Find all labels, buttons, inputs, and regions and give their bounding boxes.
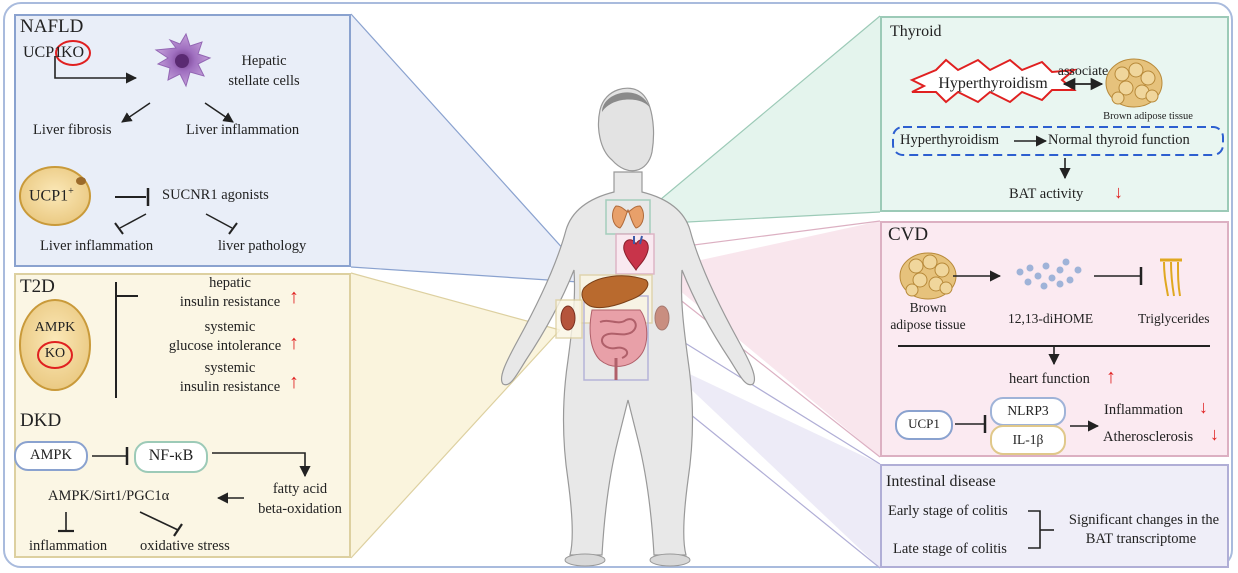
fatty-acid-label-line2: beta-oxidation [245, 502, 355, 518]
stellate-cell-icon [156, 34, 210, 86]
t2d-up-arrow-2: ↑ [289, 332, 299, 354]
t2d-connector [351, 273, 560, 558]
ampk-sirt1-pgc1a-label: AMPK/Sirt1/PGC1α [48, 489, 169, 505]
t2d-title: T2D [20, 277, 55, 298]
hsc-label-line2: stellate cells [204, 74, 324, 90]
il1b-label: IL-1β [991, 433, 1065, 448]
liver-inflammation-label-2: Liver inflammation [40, 239, 153, 255]
intestinal-title: Intestinal disease [886, 473, 996, 491]
associate-label: associate [1050, 64, 1116, 79]
dkd-ampk-label: AMPK [15, 448, 87, 464]
liver-inflammation-label-1: Liver inflammation [186, 123, 299, 139]
t2d-effect1-line1: hepatic [160, 276, 300, 292]
cvd-title: CVD [888, 225, 928, 246]
t2d-ampk-label: AMPK [25, 320, 85, 335]
dkd-nfkb-label: NF-κB [135, 447, 207, 465]
t2d-up-arrow-3: ↑ [289, 371, 299, 393]
triglycerides-label: Triglycerides [1138, 312, 1210, 327]
dihome-label: 12,13-diHOME [1008, 312, 1093, 327]
bat-transcriptome-line2: BAT transcriptome [1056, 532, 1226, 548]
hyperthyroidism-label: Hyperthyroidism [928, 75, 1058, 93]
ampk-ko-adipocyte-icon [20, 300, 90, 390]
t2d-effect2-line2: glucose intolerance [140, 339, 310, 355]
cvd-bat-label-line1: Brown [888, 301, 968, 316]
hyperthyroidism-label-2: Hyperthyroidism [900, 133, 999, 149]
bat-activity-down-arrow: ↓ [1114, 183, 1123, 203]
bat-activity-label: BAT activity [1009, 187, 1083, 203]
fatty-acid-label-line1: fatty acid [250, 482, 350, 498]
dkd-inflammation-label: inflammation [29, 539, 107, 555]
nafld-ko-label: KO [61, 44, 84, 62]
t2d-effect1-line2: insulin resistance [150, 295, 310, 311]
bat-transcriptome-line1: Significant changes in the [1056, 513, 1232, 529]
cvd-ucp1-label: UCP1 [896, 417, 952, 431]
atherosclerosis-label: Atherosclerosis [1103, 430, 1193, 446]
liver-fibrosis-label: Liver fibrosis [33, 123, 112, 139]
t2d-up-arrow-1: ↑ [289, 286, 299, 308]
dihome-dots-icon [1017, 259, 1082, 290]
normal-thyroid-label: Normal thyroid function [1048, 133, 1190, 149]
ucp1-plus-label: UCP1+ [29, 186, 74, 205]
t2d-effect3-line1: systemic [160, 361, 300, 377]
t2d-effect2-line1: systemic [160, 320, 300, 336]
triglycerides-icon [1160, 260, 1182, 296]
thyroid-bat-label: Brown adipose tissue [1090, 111, 1206, 123]
nafld-ucp1-label: UCP1 [23, 44, 62, 62]
cvd-bat-label-line2: adipose tissue [878, 318, 978, 333]
liver-pathology-label: liver pathology [218, 239, 306, 255]
nlrp3-label: NLRP3 [991, 404, 1065, 419]
t2d-effect3-line2: insulin resistance [150, 380, 310, 396]
oxidative-stress-label: oxidative stress [140, 539, 230, 555]
cvd-bat-icon [900, 253, 956, 299]
sucnr1-label: SUCNR1 agonists [162, 188, 269, 204]
inflammation-down-arrow: ↓ [1199, 398, 1208, 418]
dkd-title: DKD [20, 411, 61, 432]
t2d-ko-label: KO [25, 346, 85, 361]
inflammation-label: Inflammation [1104, 403, 1183, 419]
atherosclerosis-down-arrow: ↓ [1210, 425, 1219, 445]
thyroid-title: Thyroid [890, 23, 942, 41]
nafld-title: NAFLD [20, 17, 83, 38]
heart-function-label: heart function [1009, 372, 1090, 388]
heart-function-up-arrow: ↑ [1106, 366, 1116, 388]
hsc-label-line1: Hepatic [214, 54, 314, 70]
late-colitis-label: Late stage of colitis [893, 542, 1007, 558]
early-colitis-label: Early stage of colitis [888, 504, 1008, 520]
